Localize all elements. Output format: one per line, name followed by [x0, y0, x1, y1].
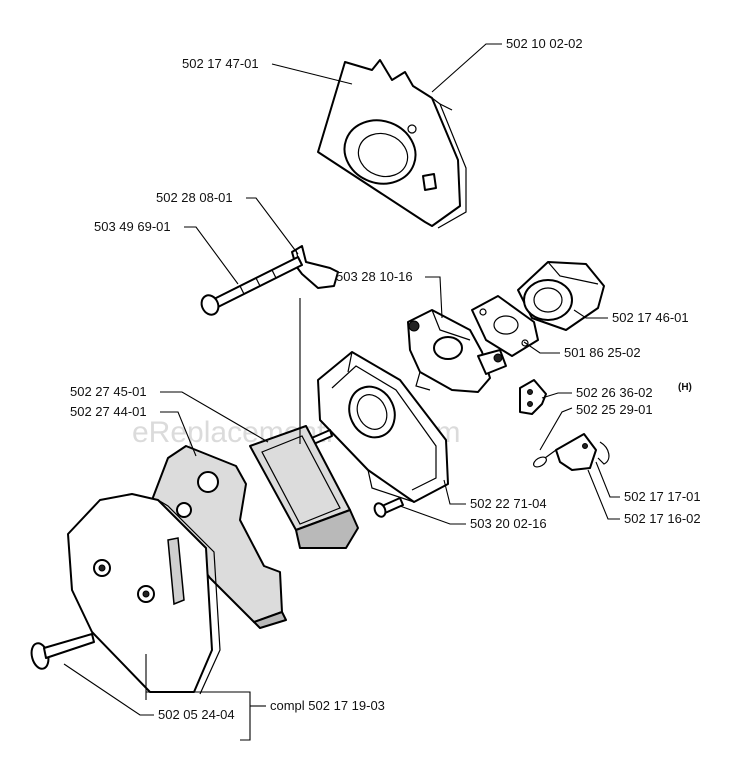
label-502-22-71-04: 502 22 71-04	[470, 496, 547, 511]
intake-gasket	[471, 295, 539, 357]
heat-shield-plate	[317, 59, 467, 229]
filter-element	[249, 425, 359, 549]
label-502-05-24-04: 502 05 24-04	[158, 707, 235, 722]
label-502-10-02-02: 502 10 02-02	[506, 36, 583, 51]
air-filter-housing	[317, 351, 449, 503]
label-502-17-16-02: 502 17 16-02	[624, 511, 701, 526]
screw-lower	[373, 497, 404, 518]
label-502-26-36-02: 502 26 36-02	[576, 385, 653, 400]
label-502-28-08-01: 502 28 08-01	[156, 190, 233, 205]
label-502-17-46-01: 502 17 46-01	[612, 310, 689, 325]
label-501-86-25-02: 501 86 25-02	[564, 345, 641, 360]
label-compl-502-17-19-03: compl 502 17 19-03	[270, 698, 385, 713]
label-502-17-47-01: 502 17 47-01	[182, 56, 259, 71]
label-502-26-36-02-note: (H)	[678, 382, 692, 393]
label-502-27-44-01: 502 27 44-01	[70, 404, 147, 419]
label-503-20-02-16: 503 20 02-16	[470, 516, 547, 531]
label-502-25-29-01: 502 25 29-01	[576, 402, 653, 417]
leader-lines	[63, 43, 620, 741]
choke-lever	[519, 379, 547, 415]
long-bolt	[200, 256, 303, 316]
carburetor	[407, 309, 507, 393]
throttle-link	[533, 433, 610, 471]
label-502-27-45-01: 502 27 45-01	[70, 384, 147, 399]
label-502-17-17-01: 502 17 17-01	[624, 489, 701, 504]
filter-cover	[67, 493, 221, 695]
intake-manifold	[517, 261, 605, 331]
label-503-28-10-16: 503 28 10-16	[336, 269, 413, 284]
label-503-49-69-01: 503 49 69-01	[94, 219, 171, 234]
cover-knob-screw	[30, 633, 95, 670]
